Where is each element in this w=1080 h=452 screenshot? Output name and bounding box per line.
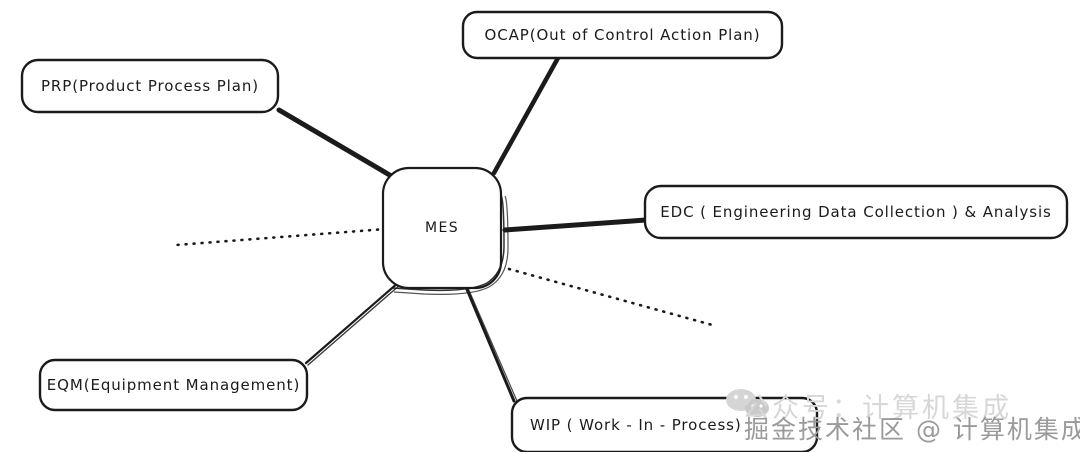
node-wip-shape <box>510 396 819 452</box>
node-ocap[interactable] <box>461 10 784 60</box>
node-prp-shape <box>20 58 280 114</box>
connector-dotted-left <box>174 227 388 247</box>
connector-ocap <box>491 55 561 176</box>
node-mes-sketch-2 <box>393 195 509 295</box>
node-eqm[interactable] <box>38 358 309 412</box>
connector-dotted-right <box>507 267 718 328</box>
node-wip[interactable] <box>510 396 819 452</box>
node-eqm-shape <box>38 358 309 412</box>
connector-group <box>174 55 718 403</box>
node-edc[interactable] <box>643 184 1069 240</box>
node-mes[interactable] <box>381 166 509 295</box>
node-ocap-shape <box>461 10 784 60</box>
node-mes-shape <box>381 166 503 290</box>
node-edc-shape <box>643 184 1069 240</box>
connector-wip-sketch <box>467 287 518 402</box>
connector-edc <box>502 217 649 233</box>
connector-eqm <box>304 280 401 365</box>
connector-eqm-sketch <box>307 283 402 366</box>
node-prp[interactable] <box>20 58 280 114</box>
node-mes-sketch-1 <box>391 194 505 292</box>
connector-prp <box>276 107 396 180</box>
connector-wip <box>464 285 516 403</box>
